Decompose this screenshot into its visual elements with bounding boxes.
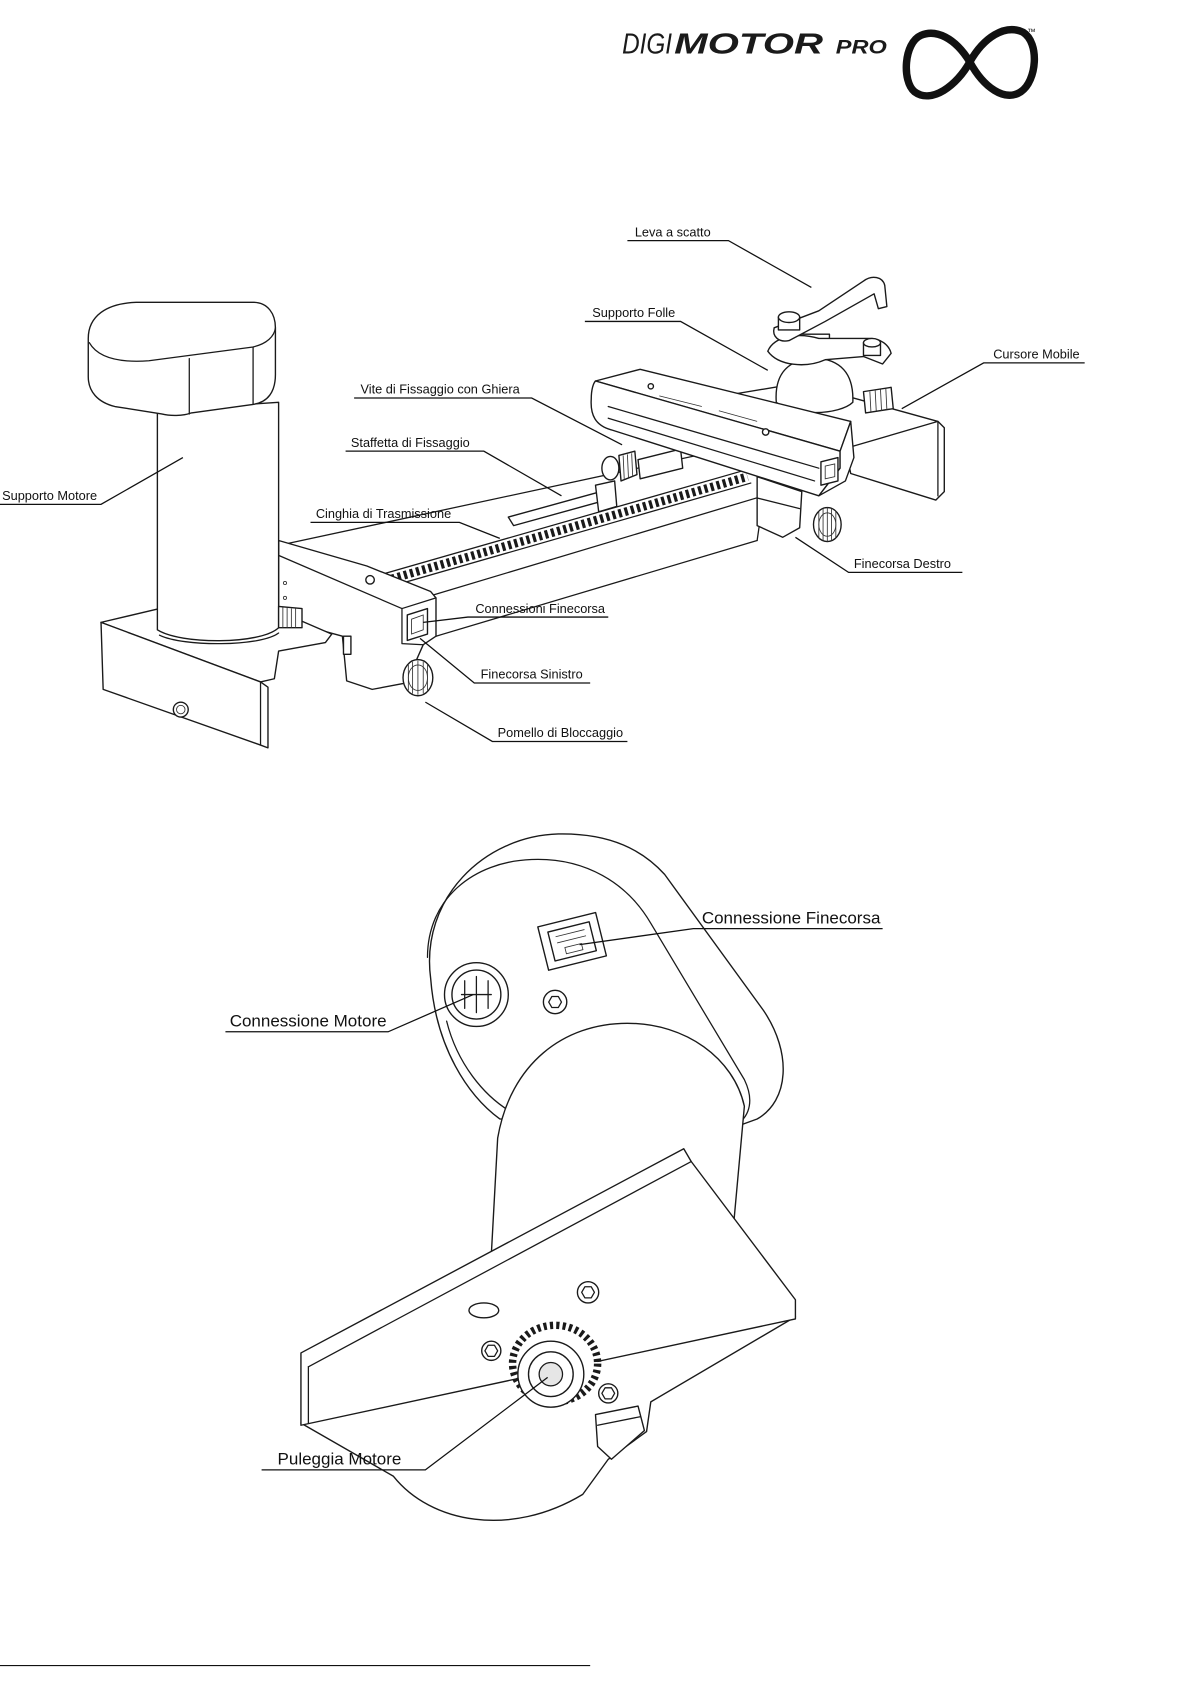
figure-bottom-drawing <box>301 834 795 1520</box>
label-motor-support: Supporto Motore <box>2 488 97 503</box>
infinity-logo-icon <box>906 30 1034 96</box>
label-quick-lever: Leva a scatto <box>635 224 711 239</box>
page-header: DIGI MOTOR PRO ™ <box>154 26 1036 96</box>
leader-quick-lever <box>627 241 811 288</box>
label-left-limit-switch: Finecorsa Sinistro <box>481 667 583 682</box>
page-footer <box>0 1651 936 1666</box>
label-idler-support: Supporto Folle <box>592 305 675 320</box>
label-limit-connection: Connessione Finecorsa <box>702 908 881 927</box>
brand-main: MOTOR <box>674 28 823 60</box>
motor-support <box>88 302 332 748</box>
label-locking-knob: Pomello di Bloccaggio <box>498 725 623 740</box>
leader-limit-connections <box>423 617 608 622</box>
leader-mobile-slider <box>902 363 1085 409</box>
locking-knob <box>403 660 433 696</box>
label-right-limit-switch: Finecorsa Destro <box>854 556 951 571</box>
drive-belt <box>370 470 751 590</box>
trademark-symbol: ™ <box>1027 26 1036 36</box>
brand-prefix: DIGI <box>622 28 672 60</box>
plate-protrusion <box>596 1406 645 1459</box>
label-mobile-slider: Cursore Mobile <box>993 347 1079 362</box>
label-fixing-bracket: Staffetta di Fissaggio <box>351 435 470 450</box>
label-motor-pulley: Puleggia Motore <box>278 1450 402 1469</box>
brand-suffix: PRO <box>836 37 887 58</box>
motor-connector <box>444 963 508 1027</box>
housing-screw <box>543 990 566 1013</box>
label-drive-belt: Cinghia di Trasmissione <box>316 506 451 521</box>
leader-drive-belt <box>311 522 500 538</box>
leader-fixing-bracket <box>346 451 562 496</box>
leader-idler-support <box>585 321 768 370</box>
label-motor-connection: Connessione Motore <box>230 1011 387 1030</box>
ring-fixing-screw <box>602 449 683 481</box>
label-ring-screw: Vite di Fissaggio con Ghiera <box>360 382 520 397</box>
label-limit-connections: Connessioni Finecorsa <box>475 601 606 616</box>
